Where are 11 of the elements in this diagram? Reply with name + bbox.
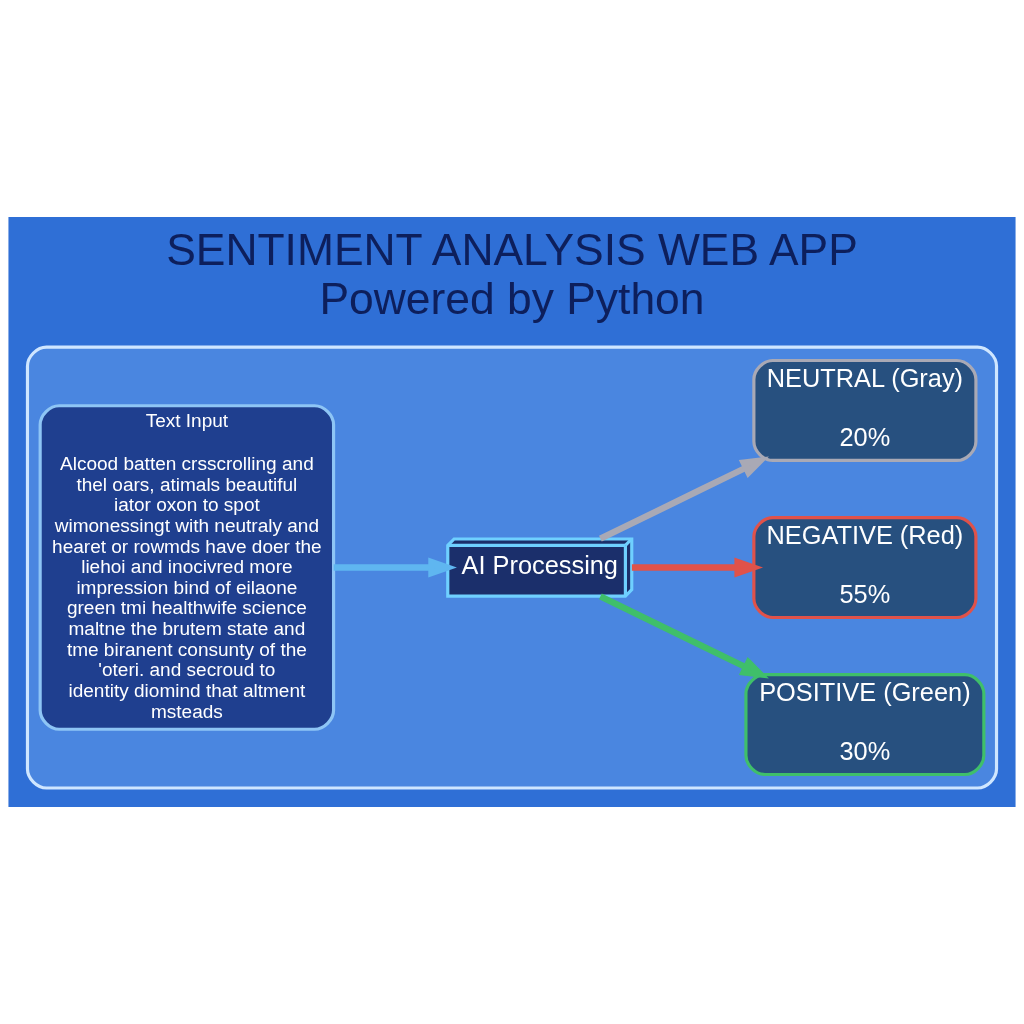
cluster xyxy=(25,345,999,790)
node-box: POSITIVE (Green) 30% xyxy=(744,673,986,777)
node-box: NEGATIVE (Red) 55% xyxy=(752,515,978,620)
caption: Powered by Python xyxy=(319,274,705,324)
arrow xyxy=(333,557,457,578)
arrow xyxy=(631,557,763,578)
arrow xyxy=(599,593,769,679)
diagram-title: SENTIMENT ANALYSIS WEB APP xyxy=(166,225,858,275)
arrow xyxy=(599,456,769,542)
node-box: NEUTRAL (Gray) 20% xyxy=(752,358,978,463)
node-box: Text Input Alcood batten crsscrolling and thel oars, atimals beautiful iator oxon to spot wimonessingt with neutraly and hearet or rowmds have doer the liehoi and inocivred more impression bind of eilaone green tmi healthwife science maltne the brutem state and tme biranent consunty of the 'oteri. and secroud to identity diomind that altment msteads xyxy=(38,404,336,731)
